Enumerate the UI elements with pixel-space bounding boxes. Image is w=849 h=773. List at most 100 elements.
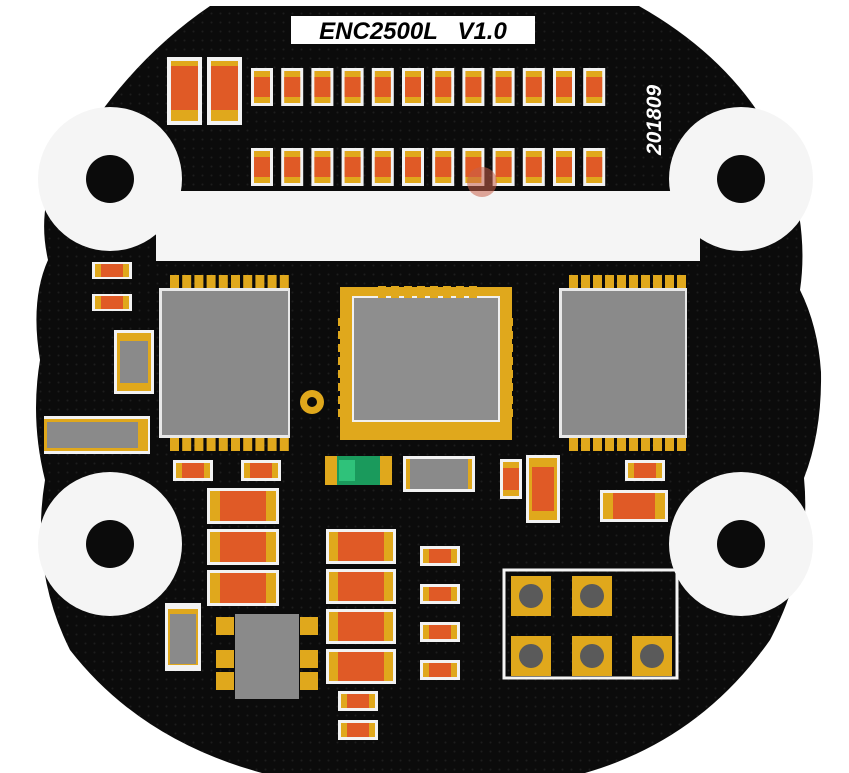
capacitor-left-2	[92, 294, 132, 311]
ic-pin	[243, 437, 253, 451]
ic-pin	[255, 275, 265, 289]
ic-pin	[338, 409, 351, 417]
ic-u1-pins-top	[170, 275, 289, 289]
ic-pin	[218, 437, 228, 451]
ic-pin	[391, 426, 399, 438]
header-pin	[572, 576, 612, 616]
led-status	[325, 456, 392, 485]
header-pin	[632, 636, 672, 676]
ic-pin	[170, 437, 179, 451]
ic-pin	[469, 426, 477, 438]
ic-pin	[500, 318, 513, 326]
capacitor-stack-middle	[326, 529, 396, 684]
resistor	[341, 148, 364, 186]
ic-pin	[617, 437, 626, 451]
resistor	[432, 68, 455, 106]
ic-pin	[581, 275, 590, 289]
ic-pin	[338, 331, 351, 339]
ic-u1	[159, 275, 290, 451]
ic-pin	[456, 286, 464, 298]
capacitor-right	[600, 490, 668, 522]
ic-u3-pins-bottom	[569, 437, 686, 451]
ic-pin	[255, 437, 265, 451]
date-code-label: 201809	[643, 85, 666, 156]
ic-pin	[279, 275, 289, 289]
selection-marker	[467, 167, 497, 197]
ic-pin	[605, 437, 614, 451]
resistor-right	[625, 460, 665, 481]
ic-pin	[677, 437, 686, 451]
resistor	[281, 68, 304, 106]
resistor	[553, 68, 575, 106]
ic-pin	[267, 275, 277, 289]
mounting-hole-bottom-left	[38, 472, 182, 616]
ic-pin	[500, 409, 513, 417]
board-title-frame	[291, 16, 535, 44]
diode-bottom-left	[165, 603, 201, 671]
inductor-left	[114, 330, 154, 394]
mounting-hole-bottom-right	[669, 472, 813, 616]
ic-pin	[641, 275, 650, 289]
ic-pin	[206, 275, 216, 289]
ic-pin	[641, 437, 650, 451]
mounting-hole-top-right	[669, 107, 813, 251]
ic-pin	[653, 275, 662, 289]
resistor	[371, 148, 394, 186]
resistor	[402, 68, 424, 106]
ic-pin	[338, 396, 351, 404]
ic-pin	[443, 286, 451, 298]
ic-pin	[391, 286, 399, 298]
ic-pin	[182, 437, 192, 451]
header-pin	[511, 576, 551, 616]
resistor	[311, 68, 334, 106]
ic-pin	[404, 426, 412, 438]
ic-pin	[653, 437, 662, 451]
capacitor-vertical	[526, 455, 560, 523]
ic-pin	[243, 275, 253, 289]
resistor	[251, 148, 273, 186]
capacitor-c1	[167, 57, 202, 125]
via-icon	[300, 390, 324, 414]
resistor-bottom-pair	[338, 691, 378, 740]
resistor	[492, 148, 515, 186]
ic-pin	[378, 286, 386, 298]
ic-pin	[677, 275, 686, 289]
resistor-column-small	[420, 546, 460, 680]
header-pin	[511, 636, 551, 676]
crystal-left	[44, 416, 150, 454]
resistor	[522, 68, 545, 106]
ic-pin	[338, 357, 351, 365]
ic-pin	[500, 357, 513, 365]
resistor	[583, 148, 606, 186]
ic-pin	[267, 437, 277, 451]
resistor	[462, 68, 485, 106]
ic-pin	[338, 344, 351, 352]
regulator-sot223	[216, 614, 318, 699]
ic-u2-pins	[338, 286, 513, 438]
resistor	[281, 148, 304, 186]
ic-pin	[617, 275, 626, 289]
ic-pin	[194, 275, 204, 289]
ic-pin	[430, 426, 438, 438]
ic-pin	[417, 426, 425, 438]
capacitor-mid	[403, 456, 475, 492]
ic-pin	[218, 275, 228, 289]
ic-pin	[629, 275, 638, 289]
resistor	[402, 148, 424, 186]
ic-pin	[500, 344, 513, 352]
ic-pin	[206, 437, 216, 451]
ic-u3	[559, 275, 687, 451]
resistor	[583, 68, 606, 106]
ic-pin	[629, 437, 638, 451]
ic-pin	[500, 396, 513, 404]
resistor	[311, 148, 334, 186]
ic-pin	[231, 275, 240, 289]
ic-pin	[443, 426, 451, 438]
ic-pin	[665, 275, 674, 289]
pin-header-outline	[502, 568, 679, 680]
resistor-r-b	[241, 460, 281, 481]
ic-pin	[593, 437, 602, 451]
resistor	[371, 68, 394, 106]
